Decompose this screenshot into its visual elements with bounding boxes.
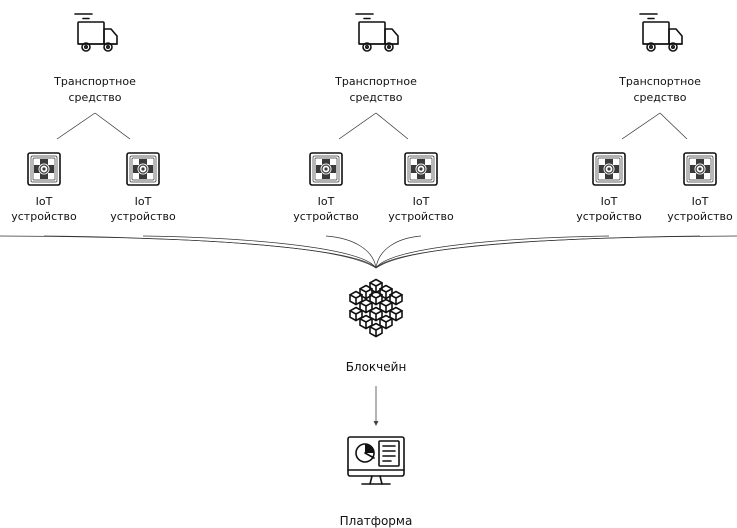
device-to-blockchain-line — [43, 235, 377, 269]
connector-lines — [0, 112, 737, 269]
vehicle-branch-line — [94, 112, 131, 140]
device-to-blockchain-line — [375, 235, 737, 269]
vehicle-label: средство — [68, 91, 121, 104]
device-label: устройство — [576, 210, 642, 223]
iot-device: IoT устройство — [110, 152, 176, 223]
vehicle-label: Транспортное — [334, 75, 417, 88]
device-label: IoT — [692, 195, 709, 208]
vehicle-label: Транспортное — [618, 75, 701, 88]
device-label: устройство — [110, 210, 176, 223]
device-label: устройство — [667, 210, 733, 223]
iot-chip-icon — [404, 152, 438, 186]
device-label: IoT — [318, 195, 335, 208]
device-label: IoT — [413, 195, 430, 208]
device-to-blockchain-line — [375, 235, 701, 269]
platform-label: Платформа — [340, 514, 413, 528]
vehicle-label: средство — [349, 91, 402, 104]
vehicle-label: Транспортное — [53, 75, 136, 88]
blockchain-node: Блокчейн — [346, 278, 407, 374]
iot-device: IoT устройство — [667, 152, 733, 223]
truck-icon — [639, 13, 683, 52]
blockchain-cubes-icon — [349, 278, 403, 338]
device-to-blockchain-line — [325, 235, 377, 269]
iot-chip-icon — [126, 152, 160, 186]
vehicle-label: средство — [633, 91, 686, 104]
blockchain-to-platform-arrow — [373, 386, 379, 426]
cube-icon — [369, 322, 383, 338]
vehicle-branch-line — [56, 112, 96, 140]
platform-node: Платформа — [340, 436, 413, 528]
iot-chip-icon — [27, 152, 61, 186]
truck-icon — [74, 13, 118, 52]
iot-chip-icon — [592, 152, 626, 186]
blockchain-label: Блокчейн — [346, 360, 407, 374]
iot-device: IoT устройство — [388, 152, 454, 223]
truck-icon — [355, 13, 399, 52]
device-label: IoT — [36, 195, 53, 208]
vehicle-branch-line — [659, 112, 688, 140]
iot-device: IoT устройство — [576, 152, 642, 223]
device-to-blockchain-line — [0, 235, 377, 269]
device-to-blockchain-line — [375, 235, 610, 269]
vehicle-branch-line — [621, 112, 661, 140]
iot-device: IoT устройство — [293, 152, 359, 223]
vehicle-branch-line — [338, 112, 377, 140]
iot-chip-icon — [683, 152, 717, 186]
device-to-blockchain-line — [142, 235, 377, 269]
device-label: IoT — [601, 195, 618, 208]
device-to-blockchain-line — [375, 235, 422, 269]
iot-chip-icon — [309, 152, 343, 186]
device-label: устройство — [293, 210, 359, 223]
device-label: устройство — [388, 210, 454, 223]
monitor-dashboard-icon — [347, 436, 405, 485]
device-label: устройство — [11, 210, 77, 223]
iot-device: IoT устройство — [11, 152, 77, 223]
vehicle-branch-line — [375, 112, 409, 140]
device-label: IoT — [135, 195, 152, 208]
